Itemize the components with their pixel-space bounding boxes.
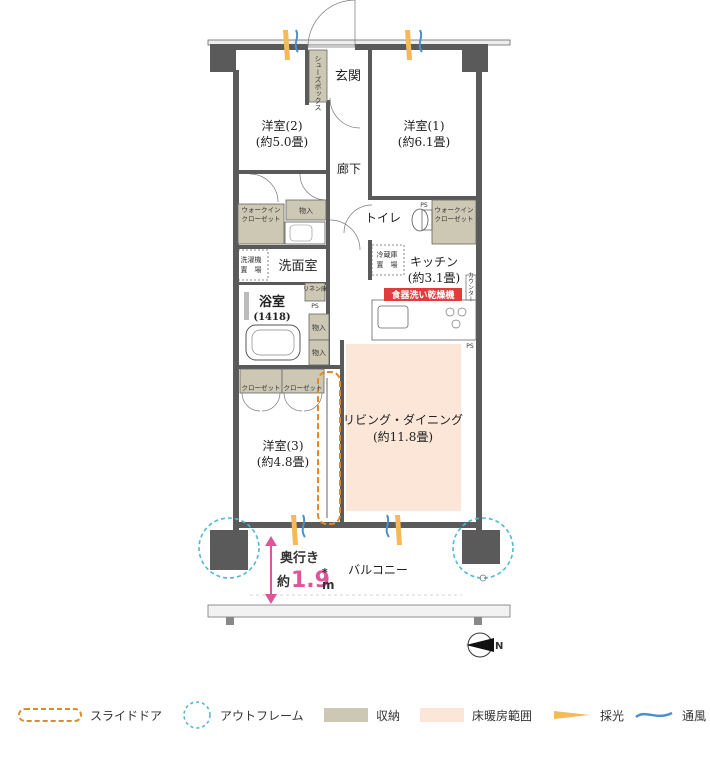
ventilation-wave-icon [635, 711, 673, 719]
column-bottom-left [210, 530, 248, 570]
legend-label: 収納 [376, 708, 401, 723]
bathtub-icon [245, 324, 301, 361]
washer-line1: 洗濯機 [241, 255, 262, 264]
kitchen-size: (約3.1畳) [408, 270, 460, 285]
western1-size: (約6.1畳) [398, 134, 450, 149]
fridge-line2: 置 場 [377, 260, 398, 269]
depth-label: 奥行き [280, 550, 319, 566]
outer-wall-right [476, 70, 482, 530]
legend-label: アウトフレーム [220, 708, 304, 723]
outer-wall-left [233, 70, 239, 530]
entrance-label: 玄関 [335, 69, 361, 84]
balcony-label: バルコニー [348, 563, 408, 577]
legend: スライドドア アウトフレーム 収納 床暖房範囲 採光 通風 [0, 700, 710, 730]
shoe-box [308, 49, 328, 103]
western3-name: 洋室(3) [263, 438, 304, 453]
counter-label: カウンター [467, 272, 474, 302]
column-top-left [210, 44, 236, 72]
depth-unit: m [322, 578, 335, 592]
outframe-icon [183, 701, 211, 729]
outer-wall-top-left [236, 44, 308, 50]
fridge-line1: 冷蔵庫 [377, 250, 398, 259]
linen-storage [304, 282, 326, 302]
ps-label-1: PS [311, 303, 319, 310]
closet-a [239, 368, 283, 394]
sink-icon [377, 305, 409, 329]
legend-daylight: 採光 [552, 700, 624, 730]
depth-value: 1.9 [291, 568, 330, 593]
washbasin-icon [284, 221, 326, 245]
living-name: リビング・ダイニング [343, 412, 463, 427]
storage-swatch [324, 708, 368, 722]
column-top-right [462, 44, 488, 72]
legend-label: スライドドア [90, 708, 163, 723]
entrance-door [308, 0, 356, 48]
outframe-circle-left [198, 517, 260, 579]
storage1-label: 物入 [299, 206, 313, 215]
legend-storage: 収納 [324, 700, 400, 730]
western3-size: (約4.8畳) [257, 454, 309, 469]
linen-label: リネン庫 [303, 285, 327, 293]
depth-note: * [322, 566, 328, 579]
living-size: (約11.8畳) [373, 429, 433, 444]
washer-line2: 置 場 [241, 265, 262, 274]
washroom-label: 洗面室 [278, 258, 317, 274]
legend-ventilation: 通風 [634, 700, 706, 730]
closet-a-label: クローゼット [242, 383, 281, 392]
shoe-box-label: シューズボックス [314, 55, 322, 111]
storage3-label: 物入 [312, 348, 326, 357]
western1-name: 洋室(1) [404, 118, 445, 133]
dishwasher-label: 食器洗い乾燥機 [390, 289, 454, 301]
legend-outframe: アウトフレーム [182, 700, 304, 730]
outer-wall-bottom [236, 522, 482, 528]
legend-label: 床暖房範囲 [472, 708, 533, 723]
storage2-label: 物入 [312, 323, 326, 332]
bath-size: (1418) [253, 312, 290, 323]
walkin-closet-left [237, 203, 285, 245]
stove-icon [445, 307, 455, 317]
toilet-label: トイレ [365, 211, 401, 225]
walkin-right-line2: クローゼット [435, 214, 474, 223]
hall-door-arc [329, 97, 361, 129]
daylight-marker-top-2 [405, 29, 423, 60]
balcony-rail [207, 604, 511, 618]
legend-floor-heating: 床暖房範囲 [420, 700, 532, 730]
slide-door-icon [18, 708, 82, 722]
ps-label-3: PS [466, 343, 474, 350]
kitchen-name: キッチン [410, 255, 458, 269]
walkin-left-line1: ウォークイン [242, 206, 281, 214]
floor-heating-swatch [420, 708, 464, 722]
closet-b-label: クローゼット [284, 383, 323, 392]
washer-space [237, 249, 269, 281]
legend-label: 通風 [682, 708, 707, 723]
hallway-label: 廊下 [337, 161, 361, 176]
slide-door-marker [317, 371, 341, 525]
western2-name: 洋室(2) [262, 118, 303, 133]
walkin-left-line2: クローゼット [242, 214, 281, 223]
dishwasher-badge [384, 288, 462, 301]
daylight-marker-bottom-1 [291, 514, 306, 545]
daylight-marker-bottom-2 [385, 514, 402, 545]
storage-box-3 [308, 339, 330, 366]
north-label: N [495, 641, 503, 652]
fridge-space [371, 244, 405, 276]
daylight-arrow-icon [554, 711, 590, 719]
floor-heating-area [346, 344, 461, 511]
ps-label-2: PS [420, 202, 428, 209]
walkin-right-line1: ウォークイン [435, 206, 474, 214]
bath-name: 浴室 [259, 294, 285, 310]
western2-size: (約5.0畳) [256, 134, 308, 149]
legend-slide-door: スライドドア [18, 700, 162, 730]
outframe-circle-right [452, 517, 514, 579]
daylight-marker-top-1 [283, 29, 299, 60]
depth-prefix: 約 [277, 574, 290, 590]
column-bottom-right [462, 530, 500, 564]
legend-label: 採光 [600, 708, 625, 723]
storage-box-1 [285, 199, 327, 221]
toilet-icon [411, 208, 429, 232]
